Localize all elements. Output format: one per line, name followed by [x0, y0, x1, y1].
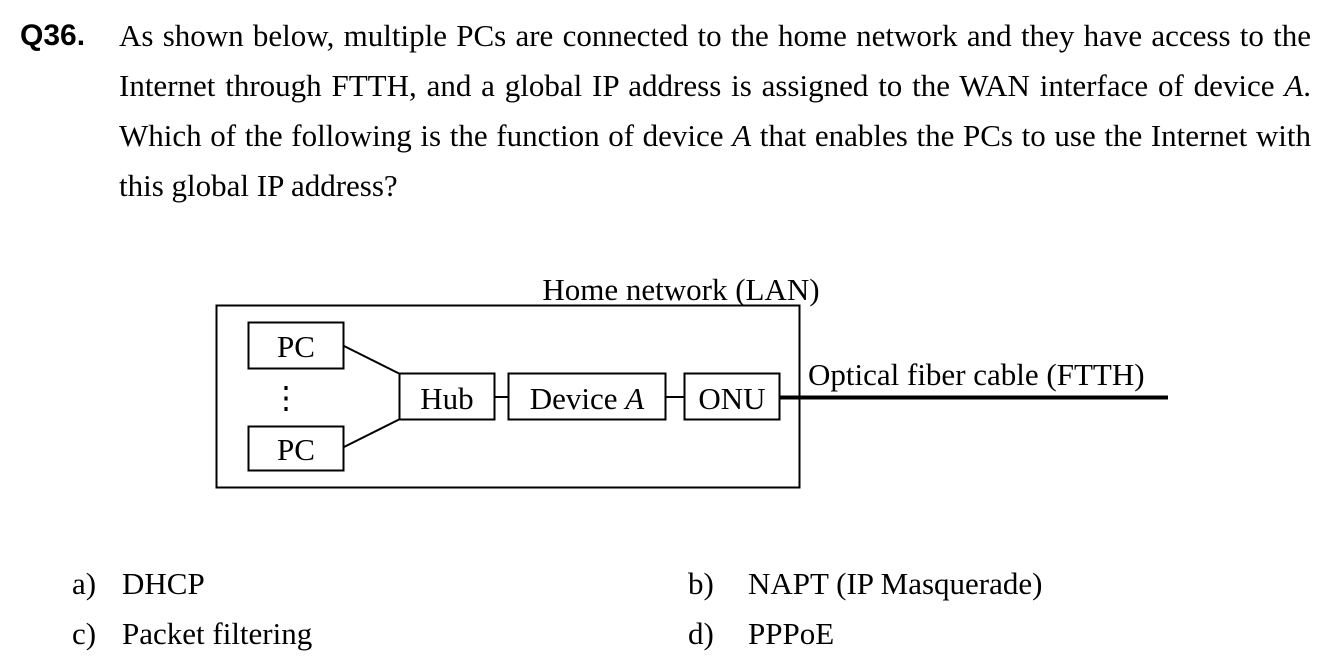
option-text: NAPT (IP Masquerade) [748, 566, 1043, 601]
option-text: PPPoE [748, 616, 835, 651]
device-a-box [507, 372, 667, 421]
hub-label: Hub [420, 381, 473, 416]
option-b[interactable]: b) NAPT (IP Masquerade) [688, 564, 1042, 604]
onu-label: ONU [698, 381, 765, 416]
option-a[interactable]: a) DHCP [72, 564, 205, 604]
device-variable: A [1284, 68, 1304, 103]
pc-box-top [247, 321, 345, 370]
device-variable: A [732, 118, 752, 153]
lan-label: Home network (LAN) [542, 272, 819, 307]
question-text: As shown below, multiple PCs are connect… [119, 11, 1311, 211]
hub-box [398, 372, 496, 421]
option-label: c) [72, 616, 97, 651]
option-label: a) [72, 566, 97, 601]
question-text-part: . Which of the following is the function… [119, 68, 1311, 153]
pc-box-bottom [247, 425, 345, 472]
pc-label-bottom: PC [277, 432, 315, 467]
onu-box [683, 372, 781, 421]
fiber-label: Optical fiber cable (FTTH) [808, 357, 1145, 392]
option-d[interactable]: d) PPPoE [688, 614, 834, 654]
pc-top-to-hub-line [343, 345, 401, 375]
option-label: b) [688, 566, 714, 601]
device-a-label-variable: A [623, 381, 645, 416]
question-number: Q36. [20, 19, 86, 52]
option-c[interactable]: c) Packet filtering [72, 614, 312, 654]
device-a-label: Device A [530, 381, 646, 416]
option-text: Packet filtering [122, 616, 313, 651]
pc-ellipsis: ⋮ [271, 380, 302, 415]
question-text-part: As shown below, multiple PCs are connect… [119, 18, 1311, 103]
device-a-label-prefix: Device [530, 381, 626, 416]
pc-bottom-to-hub-line [343, 418, 401, 448]
pc-label-top: PC [277, 329, 315, 364]
option-text: DHCP [122, 566, 205, 601]
option-label: d) [688, 616, 714, 651]
question-text-part: that enables the PCs to use the Internet… [119, 118, 1311, 203]
